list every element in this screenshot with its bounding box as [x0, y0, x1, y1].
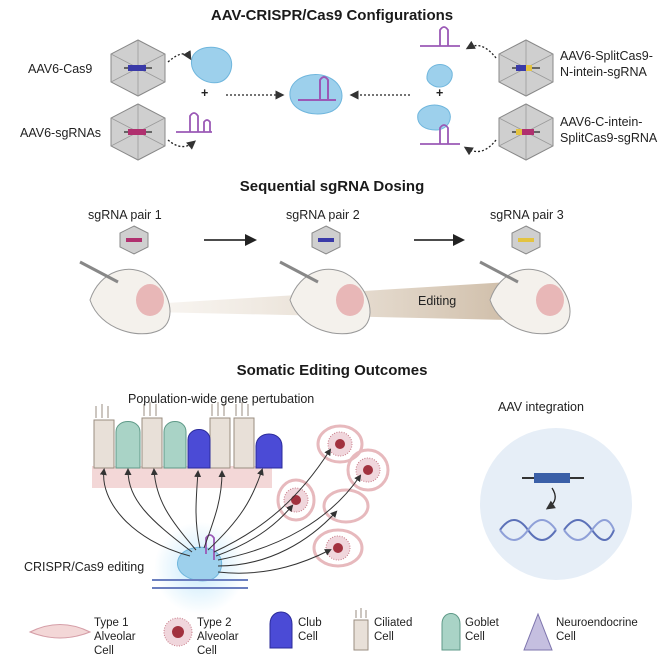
ciliated-cell-icon: [353, 608, 369, 651]
mouse-icon: [279, 260, 371, 335]
capsid-icon: [498, 39, 554, 97]
capsid-icon: [110, 103, 166, 161]
sgrna-pair-3-label: sgRNA pair 3: [490, 208, 564, 222]
legend-goblet-label: Goblet Cell: [465, 617, 499, 643]
ciliated-cell-icon: [93, 402, 255, 469]
neuroendocrine-cell-icon: [523, 612, 553, 651]
sgrna-pair-2-label: sgRNA pair 2: [286, 208, 360, 222]
mouse-icon: [479, 260, 571, 335]
sgrna-icon: [176, 112, 212, 133]
split-cas9-c-icon: [417, 104, 451, 131]
mouse-icon: [79, 260, 171, 335]
club-cell-icon: [187, 429, 283, 469]
outcomes-title: Somatic Editing Outcomes: [236, 362, 428, 379]
capsid-icon: [498, 103, 554, 161]
sgrna-pair-1-label: sgRNA pair 1: [88, 208, 162, 222]
aav-split-c-label: AAV6-C-intein- SplitCas9-sgRNA: [560, 115, 658, 145]
legend-type1-label: Type 1 Alveolar Cell: [94, 617, 136, 657]
aav-sgrnas-label: AAV6-sgRNAs: [20, 126, 102, 140]
cas9-sgrna-complex-icon: [289, 74, 343, 115]
capsid-icon: [119, 225, 149, 255]
type2-alveolar-cell-icon: [283, 431, 381, 561]
capsid-icon: [511, 225, 541, 255]
dna-strand-icon: [152, 579, 248, 589]
alveoli: [276, 424, 390, 568]
sgrna-icon: [420, 26, 460, 47]
type1-alveolar-cell-icon: [28, 624, 92, 639]
sgrna-icon: [298, 76, 336, 101]
dna-double-helix-icon: [499, 519, 615, 541]
aav-cas9-label: AAV6-Cas9: [28, 62, 93, 76]
aav-integration-label: AAV integration: [498, 400, 584, 414]
capsid-icon: [311, 225, 341, 255]
dosing-title: Sequential sgRNA Dosing: [239, 178, 425, 195]
aav-split-n-label: AAV6-SplitCas9- N-intein-sgRNA: [560, 49, 653, 79]
plus-sign: +: [436, 86, 444, 100]
legend-type2-label: Type 2 Alveolar Cell: [197, 617, 239, 657]
population-label: Population-wide gene pertubation: [128, 392, 315, 406]
plus-sign: +: [201, 86, 209, 100]
goblet-cell-icon: [115, 421, 187, 469]
aav-integration-panel: [480, 428, 632, 580]
configurations-title: AAV-CRISPR/Cas9 Configurations: [210, 7, 454, 24]
club-cell-icon: [269, 611, 293, 649]
basement-membrane: [92, 466, 272, 488]
capsid-icon: [110, 39, 166, 97]
split-cas9-n-icon: [426, 64, 453, 88]
cas9-protein-icon: [190, 46, 233, 84]
type2-alveolar-cell-icon: [163, 617, 193, 647]
crispr-editing-label: CRISPR/Cas9 editing: [24, 560, 145, 574]
legend-club-label: Club Cell: [298, 617, 322, 643]
vector-cassette-icon: [534, 473, 570, 483]
editing-label: Editing: [418, 294, 457, 308]
goblet-cell-icon: [441, 613, 461, 651]
legend-ciliated-label: Ciliated Cell: [374, 617, 413, 643]
editing-arrows: [99, 448, 362, 574]
legend-neuroendocrine-label: Neuroendocrine Cell: [556, 617, 638, 643]
sgrna-icon: [205, 534, 215, 560]
sgrna-icon: [420, 124, 460, 145]
